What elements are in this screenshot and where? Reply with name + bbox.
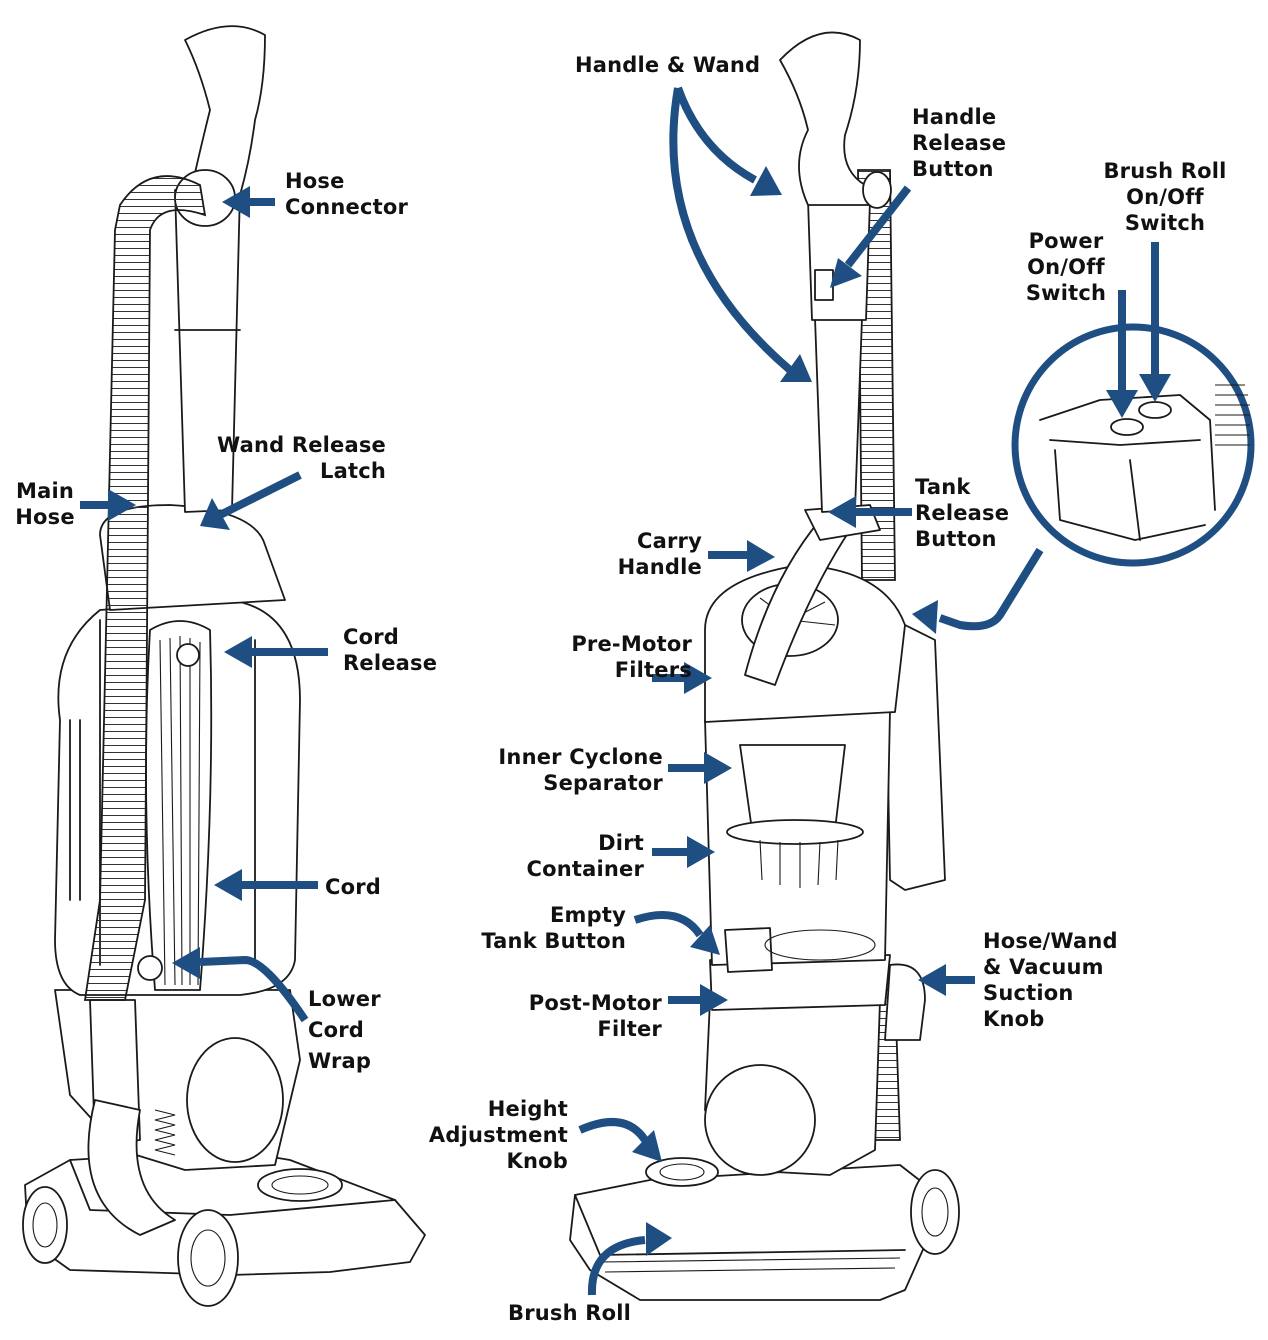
arrow-head [224,636,252,668]
arrow-head [632,1130,662,1162]
arrow-head [780,354,812,382]
arrow-head [222,186,250,218]
label-pre-motor-filters: Pre-Motor Filters [571,632,692,682]
label-main-hose: Main Hose [15,479,75,529]
label-hose-wand-knob: Hose/Wand & Vacuum Suction Knob [983,929,1118,1031]
arrow-lower-cord-wrap [199,956,309,1023]
label-height-adjustment-knob: Height Adjustment Knob [428,1097,568,1173]
arrow-head [687,836,715,868]
arrow-head [747,540,775,572]
label-inner-cyclone-separator: Inner Cyclone Separator [498,745,663,795]
arrow-head [108,489,136,521]
callout-arrows [80,86,1171,1296]
arrow-head [830,258,862,288]
arrow-head [828,496,856,528]
label-lower-cord-wrap: Lower Cord Wrap [308,987,381,1073]
label-cord: Cord [325,875,382,899]
arrow-wand-release-latch [218,471,302,519]
arrow-handle-wand-top [674,86,757,184]
arrow-head [750,166,782,196]
arrow-head [646,1222,672,1256]
right-vacuum-illustration [569,31,960,1301]
arrow-height-adjustment-knob [578,1118,649,1143]
switch-detail-callout [1011,323,1255,567]
left-vacuum-illustration [22,25,426,1307]
arrow-head [918,964,946,996]
label-brush-roll: Brush Roll [508,1301,632,1325]
label-post-motor-filter: Post-Motor Filter [528,991,662,1041]
arrow-empty-tank-button [633,911,704,938]
arrow-head [912,600,938,634]
arrow-detail-circle-link [938,547,1044,631]
arrow-head [704,752,732,784]
label-brush-roll-switch: Brush Roll On/Off Switch [1103,159,1227,235]
label-handle-release-button: Handle Release Button [912,105,1007,181]
arrow-head [1106,390,1138,418]
arrow-handle-release-button [844,185,912,268]
label-handle-wand: Handle & Wand [575,53,761,77]
label-tank-release-button: Tank Release Button [915,475,1010,551]
arrow-handle-wand-bottom [669,87,793,374]
label-hose-connector: Hose Connector [285,169,409,219]
arrow-head [214,869,242,901]
label-wand-release-latch: Wand Release Latch [216,433,386,483]
arrow-head [684,662,712,694]
arrow-head [1139,374,1171,402]
label-empty-tank-button: Empty Tank Button [481,903,626,953]
arrow-brush-roll [587,1236,646,1296]
label-power-switch: Power On/Off Switch [1025,229,1107,305]
label-dirt-container: Dirt Container [526,831,644,881]
label-cord-release: Cord Release [343,625,438,675]
arrow-head [200,498,230,530]
arrow-head [172,947,200,979]
label-carry-handle: Carry Handle [617,529,702,579]
arrow-head [690,925,720,955]
arrow-head [700,984,728,1016]
